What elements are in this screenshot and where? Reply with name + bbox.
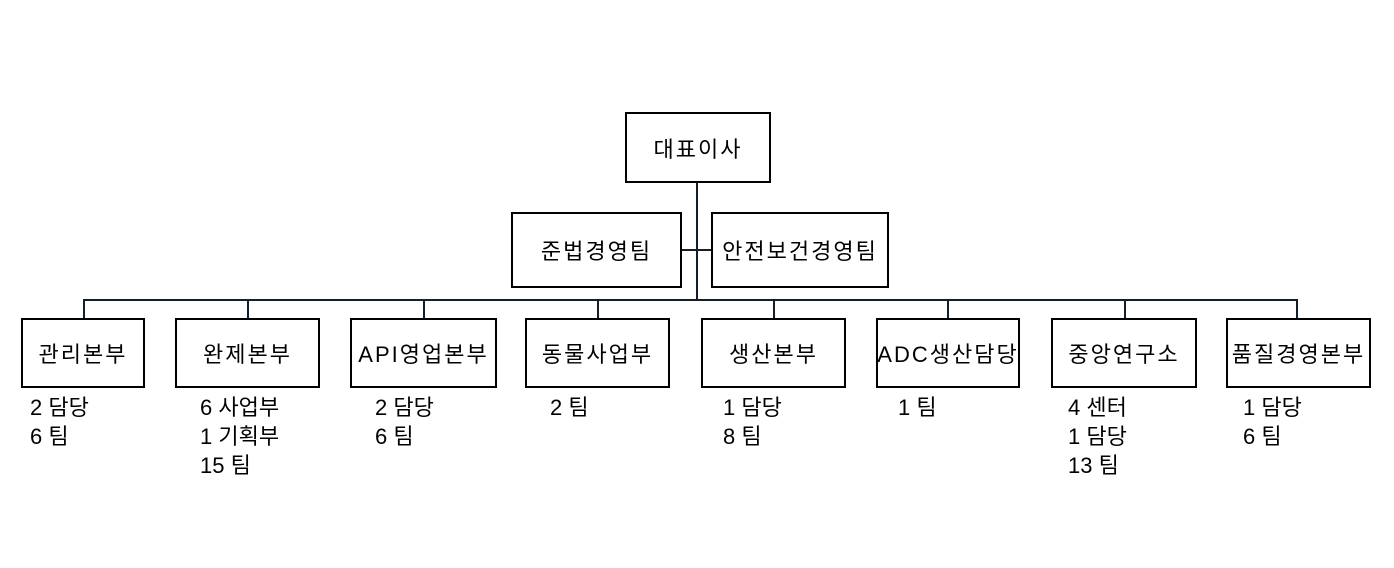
detail-line: 6 사업부	[200, 395, 280, 420]
connector-drop-central-research	[1124, 299, 1126, 319]
node-animal-division: 동물사업부	[525, 318, 670, 388]
node-finished-products-hq-label: 완제본부	[203, 342, 292, 367]
detail-line: 2 팀	[550, 395, 589, 420]
node-production-hq-label: 생산본부	[729, 342, 818, 367]
detail-line: 8 팀	[723, 424, 762, 449]
details-production-hq: 1 담당 8 팀	[723, 393, 782, 451]
detail-line: 13 팀	[1068, 453, 1119, 478]
detail-line: 1 팀	[898, 395, 937, 420]
detail-line: 1 기획부	[200, 424, 280, 449]
detail-line: 1 담당	[1068, 424, 1127, 449]
connector-department-bus	[83, 299, 1298, 301]
detail-line: 2 담당	[375, 395, 434, 420]
node-central-research-institute-label: 중앙연구소	[1068, 342, 1180, 367]
node-quality-management-hq: 품질경영본부	[1226, 318, 1371, 388]
node-finished-products-hq: 완제본부	[175, 318, 320, 388]
node-central-research-institute: 중앙연구소	[1051, 318, 1197, 388]
node-production-hq: 생산본부	[701, 318, 846, 388]
connector-drop-management	[83, 299, 85, 319]
node-management-hq-label: 관리본부	[38, 342, 128, 367]
node-animal-division-label: 동물사업부	[541, 342, 654, 367]
detail-line: 1 담당	[723, 395, 782, 420]
connector-ceo-vertical	[696, 183, 698, 301]
details-finished-products-hq: 6 사업부 1 기획부 15 팀	[200, 393, 279, 480]
details-central-research-institute: 4 센터 1 담당 13 팀	[1068, 393, 1127, 480]
details-animal-division: 2 팀	[550, 393, 589, 422]
detail-line: 1 담당	[1243, 395, 1302, 420]
node-adc-production-label: ADC생산담당	[877, 342, 1019, 367]
details-adc-production: 1 팀	[898, 393, 937, 422]
detail-line: 6 팀	[30, 424, 69, 449]
detail-line: 6 팀	[375, 424, 414, 449]
connector-drop-quality	[1296, 299, 1298, 319]
connector-drop-adc-production	[947, 299, 949, 319]
detail-line: 2 담당	[30, 395, 89, 420]
node-api-sales-hq: API영업본부	[350, 318, 497, 388]
details-management-hq: 2 담당 6 팀	[30, 393, 89, 451]
node-ceo-label: 대표이사	[653, 136, 743, 162]
node-compliance-team-label: 준법경영팀	[540, 239, 653, 264]
connector-drop-animal-division	[597, 299, 599, 319]
node-compliance-team: 준법경영팀	[511, 212, 682, 288]
node-api-sales-hq-label: API영업본부	[358, 342, 489, 367]
connector-drop-api-sales	[423, 299, 425, 319]
node-safety-health-team-label: 안전보건경영팀	[722, 239, 878, 264]
detail-line: 15 팀	[200, 453, 251, 478]
node-adc-production: ADC생산담당	[876, 318, 1020, 388]
connector-staff-horizontal	[682, 249, 711, 251]
detail-line: 6 팀	[1243, 424, 1282, 449]
node-ceo: 대표이사	[625, 112, 771, 183]
node-management-hq: 관리본부	[21, 318, 145, 388]
node-quality-management-hq-label: 품질경영본부	[1231, 342, 1366, 367]
details-quality-management-hq: 1 담당 6 팀	[1243, 393, 1302, 451]
connector-drop-production	[773, 299, 775, 319]
detail-line: 4 센터	[1068, 395, 1127, 420]
details-api-sales-hq: 2 담당 6 팀	[375, 393, 434, 451]
node-safety-health-team: 안전보건경영팀	[711, 212, 889, 288]
connector-drop-finished-products	[247, 299, 249, 319]
